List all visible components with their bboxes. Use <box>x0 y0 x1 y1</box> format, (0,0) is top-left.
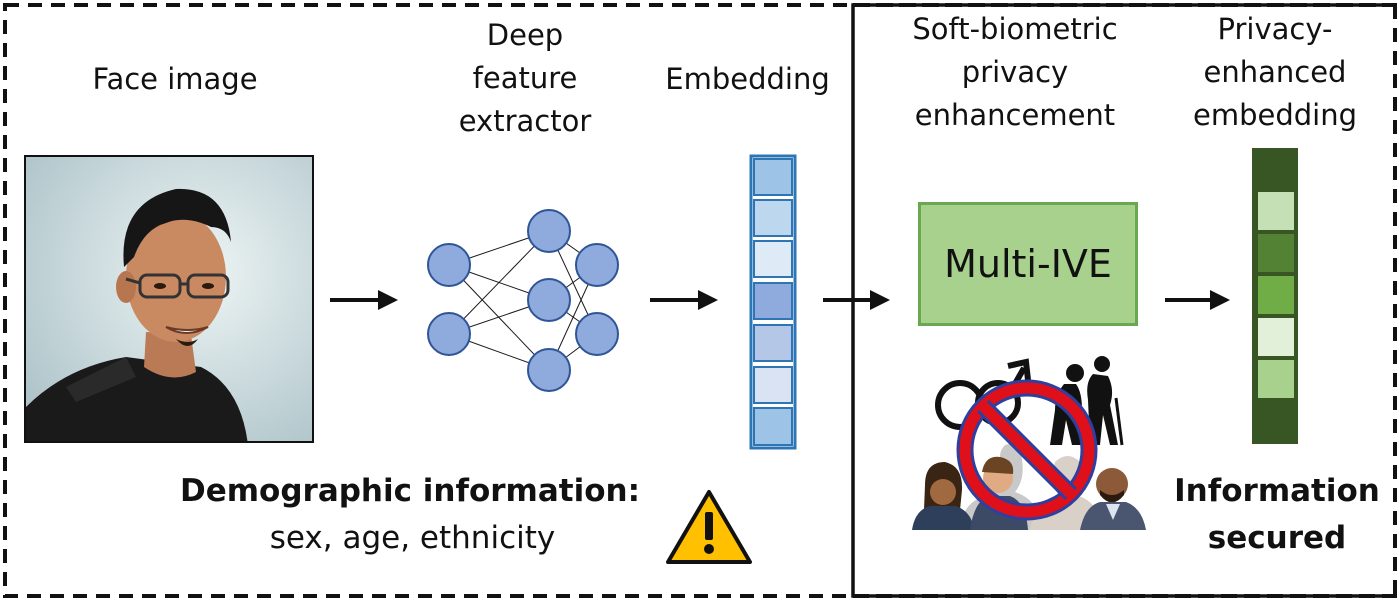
embedding-title: Embedding <box>665 62 830 96</box>
neuron <box>527 348 571 392</box>
privacy-embedding-title-line: Privacy- <box>1217 12 1333 46</box>
extractor-title: Deep feature extractor <box>430 14 620 143</box>
embedding-cell <box>753 407 793 446</box>
secured-label-line: secured <box>1207 520 1347 556</box>
arrow-right-icon <box>330 290 398 310</box>
privacy-cell <box>1258 360 1294 398</box>
embedding-cell <box>753 324 793 362</box>
arrow-right-icon <box>823 290 890 310</box>
secured-label-line: Information <box>1174 473 1380 509</box>
neurons <box>427 209 619 392</box>
warning-icon <box>666 490 752 564</box>
privacy-embedding-title: Privacy- enhanced embedding <box>1160 8 1390 137</box>
privacy-embedding-title-line: embedding <box>1192 98 1357 132</box>
embedding-cell <box>753 366 793 404</box>
neural-network-icon <box>448 230 598 371</box>
embedding-cell <box>753 282 793 320</box>
neuron <box>527 209 571 253</box>
privacy-cell <box>1258 192 1294 230</box>
extractor-title-line: extractor <box>458 104 592 138</box>
embedding-cell <box>753 158 793 196</box>
neuron <box>427 243 471 287</box>
embedding-cell <box>753 199 793 237</box>
multi-ive-label: Multi-IVE <box>944 242 1112 286</box>
neuron <box>575 243 619 287</box>
person-portrait-icon <box>26 157 312 441</box>
privacy-embedding-title-line: enhanced <box>1203 55 1347 89</box>
enhancement-title-line: Soft-biometric <box>912 12 1118 46</box>
enhancement-title-line: enhancement <box>914 98 1116 132</box>
privacy-cell <box>1258 234 1294 272</box>
extractor-title-line: Deep <box>486 18 564 52</box>
face-image <box>24 155 314 443</box>
privacy-cell <box>1258 318 1294 356</box>
embedding-vector <box>749 154 797 450</box>
neuron <box>527 278 571 322</box>
arrow-right-icon <box>650 290 718 310</box>
privacy-embedding-vector <box>1252 148 1298 444</box>
enhancement-title-line: privacy <box>961 55 1069 89</box>
enhancement-title: Soft-biometric privacy enhancement <box>885 8 1145 137</box>
prohibition-icon <box>956 379 1098 521</box>
arrow-right-icon <box>1165 290 1230 310</box>
neuron <box>575 312 619 356</box>
privacy-cell <box>1254 402 1296 442</box>
multi-ive-box: Multi-IVE <box>918 202 1138 326</box>
neuron <box>427 312 471 356</box>
privacy-cell <box>1254 150 1296 188</box>
demographic-title: Demographic information: <box>179 473 640 509</box>
face-image-title: Face image <box>92 62 258 96</box>
secured-label: Information secured <box>1162 468 1392 562</box>
privacy-cell <box>1258 276 1294 314</box>
extractor-title-line: feature <box>472 61 578 95</box>
demographic-list: sex, age, ethnicity <box>269 520 556 556</box>
embedding-cell <box>753 240 793 278</box>
